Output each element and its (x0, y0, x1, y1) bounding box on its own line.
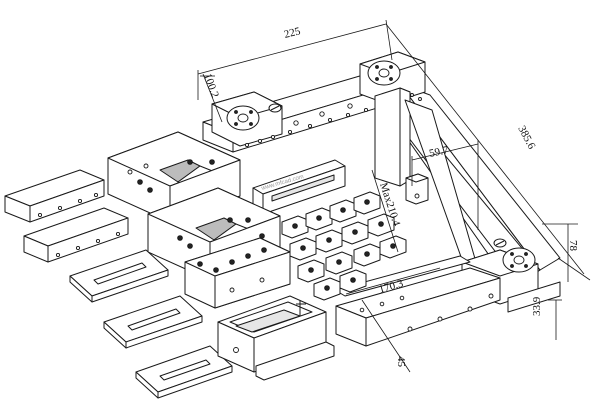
dim-100: 100.2 (201, 72, 221, 99)
slotted-plate-1 (69, 249, 169, 303)
round-clamp-top-right (367, 60, 422, 101)
left-rail-lower (23, 207, 129, 263)
pin-row-4 (313, 269, 367, 301)
pin-row-1 (281, 191, 381, 239)
pin-row-3 (297, 235, 407, 283)
base-block-lower (184, 237, 291, 309)
round-clamp-bottom-right (493, 238, 536, 273)
support-pin-grid (281, 191, 407, 301)
box-block (217, 295, 335, 381)
bottom-rail-holes (359, 293, 494, 332)
dim-385: 385.6 (515, 124, 537, 152)
round-clamp-top-left (226, 103, 282, 131)
top-rail-holes (244, 103, 369, 148)
dim-78: 78 (567, 240, 579, 252)
dim-45: 45 (395, 356, 407, 368)
left-rail-upper (4, 169, 105, 223)
dim-59: 59.7 (428, 144, 450, 160)
dim-225: 225 (283, 25, 302, 41)
slotted-plate-3 (135, 345, 233, 399)
locator-block (405, 173, 429, 205)
dim-33: 33.9 (531, 296, 543, 316)
slotted-plate-2 (103, 295, 203, 349)
dimension-lines (197, 19, 591, 373)
